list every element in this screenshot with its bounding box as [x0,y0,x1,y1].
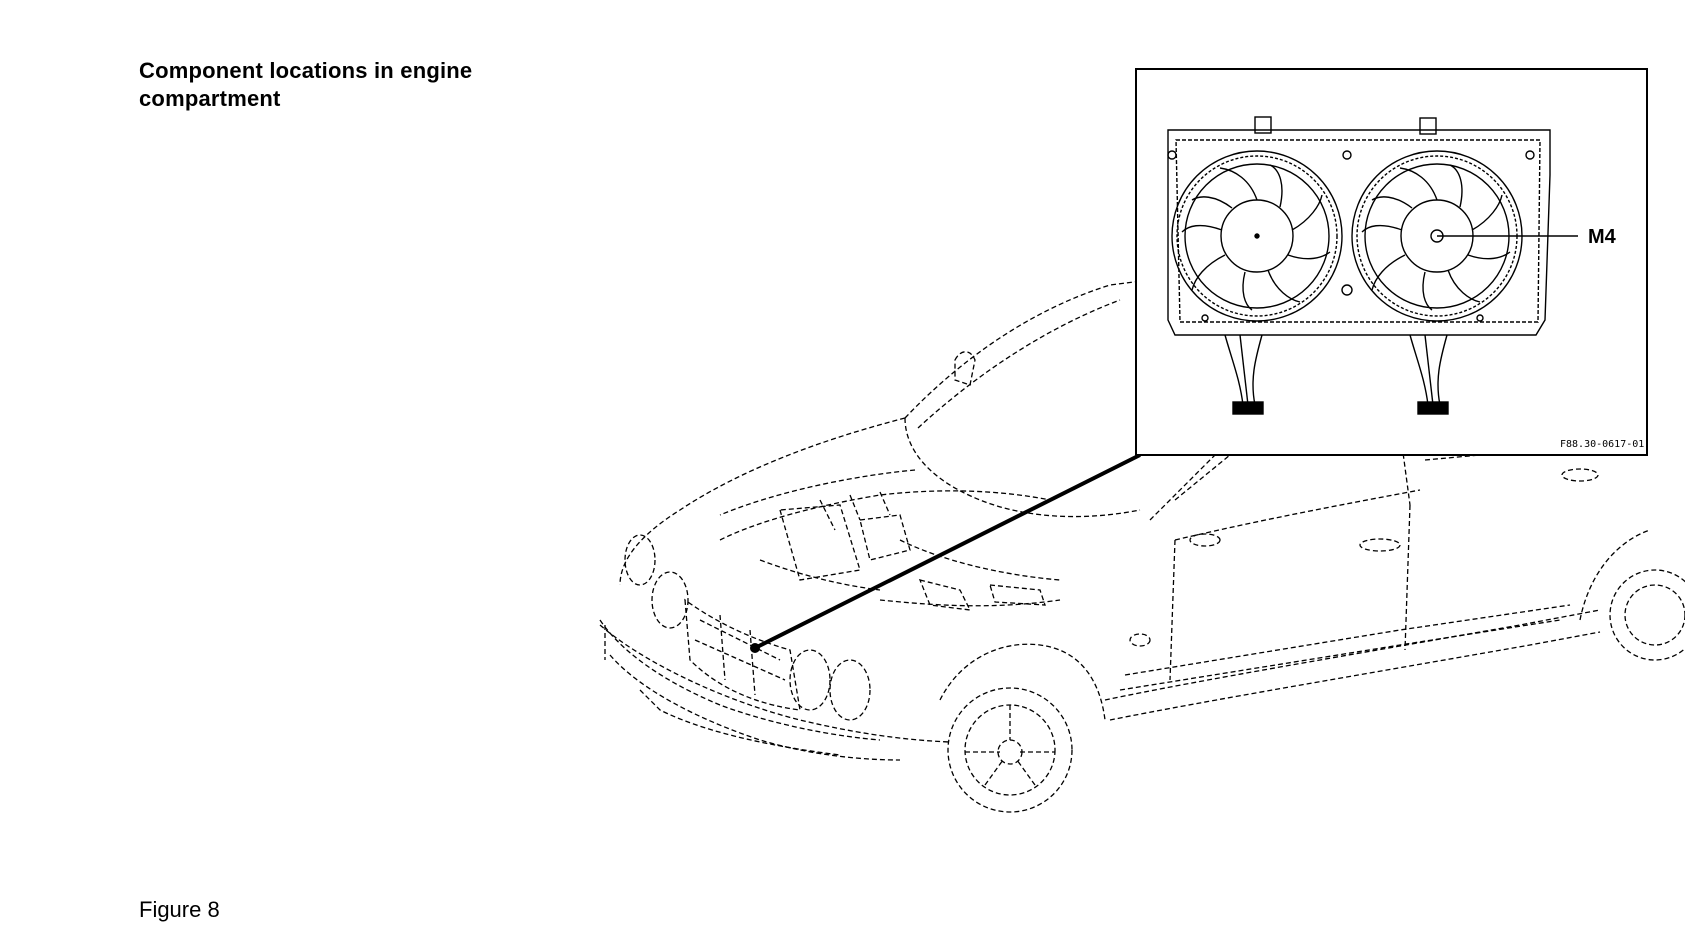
callout-label-m4: M4 [1588,226,1617,248]
page-title-line-2: compartment [139,86,281,111]
page-title: Component locations in engine compartmen… [139,57,559,113]
drawing-reference: F88.30-0617-01 [1560,439,1644,450]
inset-detail: M4 F88.30-0617-01 [1135,68,1648,456]
figure-caption: Figure 8 [139,897,220,922]
leader-line [750,453,1141,653]
car-drawing [599,279,1685,813]
page-title-line-1: Component locations in engine [139,58,473,83]
